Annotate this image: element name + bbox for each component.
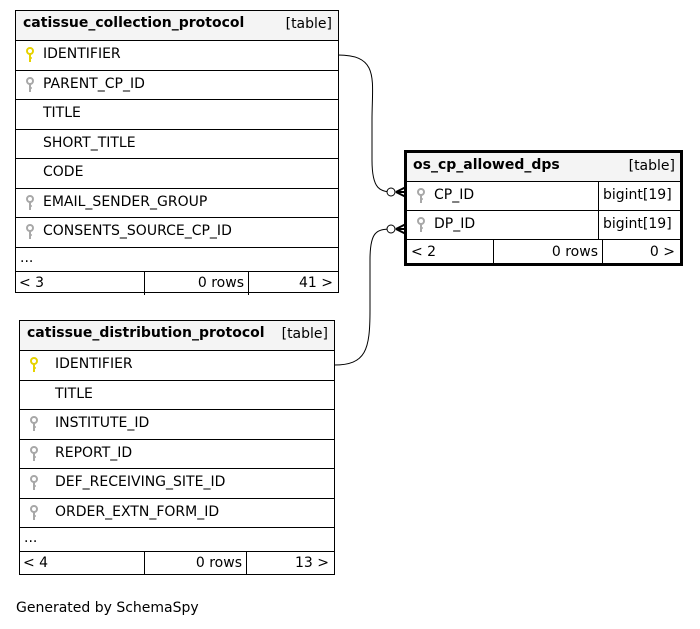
column-name: SHORT_TITLE: [43, 134, 136, 151]
column-name: ORDER_EXTN_FORM_ID: [55, 503, 220, 520]
foreign-key-icon: [26, 76, 34, 97]
column-list: CP_ID bigint[19] DP_ID bigint[19]: [407, 182, 680, 240]
foreign-key-icon: [26, 224, 34, 244]
foreign-key-icon: [30, 504, 38, 525]
table-name: catissue_collection_protocol: [23, 15, 245, 31]
more-columns-indicator: ...: [16, 248, 338, 272]
parents-count[interactable]: < 3: [19, 274, 45, 291]
children-count[interactable]: 13 >: [246, 552, 334, 575]
column-name: REPORT_ID: [55, 444, 133, 461]
row-count: 0 rows: [144, 552, 246, 575]
row-count: 0 rows: [493, 240, 602, 265]
children-count[interactable]: 41 >: [248, 271, 338, 295]
column-row[interactable]: IDENTIFIER: [20, 351, 334, 381]
column-list: IDENTIFIER TITLE INSTITUTE_ID REPORT_ID DEF_…: [20, 351, 334, 528]
table-name: os_cp_allowed_dps: [413, 157, 560, 173]
table-footer: < 2 0 rows 0 >: [407, 240, 680, 265]
fk-line-dp-id: [333, 228, 393, 366]
column-type: bigint[19]: [598, 211, 680, 239]
column-row[interactable]: DEF_RECEIVING_SITE_ID: [20, 469, 334, 499]
column-name: TITLE: [43, 105, 81, 121]
column-row[interactable]: INSTITUTE_ID: [20, 410, 334, 440]
column-row[interactable]: REPORT_ID: [20, 440, 334, 469]
table-name: catissue_distribution_protocol: [27, 325, 265, 341]
column-list: IDENTIFIER PARENT_CP_ID TITLE SHORT_TITLE CO…: [16, 41, 338, 248]
column-type: bigint[19]: [598, 182, 680, 210]
foreign-key-icon: [417, 217, 425, 237]
column-row[interactable]: PARENT_CP_ID: [16, 71, 338, 100]
table-os-cp-allowed-dps[interactable]: os_cp_allowed_dps [table] CP_ID bigint[19…: [404, 150, 683, 266]
column-row[interactable]: SHORT_TITLE: [16, 130, 338, 159]
foreign-key-icon: [30, 416, 38, 436]
table-kind: [table]: [281, 326, 328, 342]
column-name: CP_ID: [434, 187, 475, 203]
table-kind: [table]: [628, 158, 675, 174]
foreign-key-icon: [30, 445, 38, 466]
table-header: os_cp_allowed_dps [table]: [407, 153, 680, 182]
column-name: CODE: [43, 164, 84, 180]
table-catissue-collection-protocol[interactable]: catissue_collection_protocol [table] IDE…: [15, 10, 339, 295]
column-name: CONSENTS_SOURCE_CP_ID: [43, 223, 232, 239]
primary-key-icon: [26, 47, 34, 67]
column-name: EMAIL_SENDER_GROUP: [43, 193, 208, 210]
fk-dp-optional-marker: [386, 224, 396, 234]
foreign-key-icon: [26, 194, 34, 215]
column-name: INSTITUTE_ID: [55, 415, 150, 431]
primary-key-icon: [30, 357, 38, 377]
column-row[interactable]: TITLE: [20, 381, 334, 410]
parents-count[interactable]: < 4: [23, 555, 49, 571]
foreign-key-icon: [417, 188, 425, 208]
column-row[interactable]: EMAIL_SENDER_GROUP: [16, 189, 338, 218]
column-row[interactable]: CODE: [16, 159, 338, 189]
table-header: catissue_distribution_protocol [table]: [20, 321, 334, 351]
generated-by-credit: Generated by SchemaSpy: [16, 600, 199, 616]
column-name: TITLE: [55, 385, 93, 402]
column-row[interactable]: DP_ID bigint[19]: [407, 211, 680, 240]
table-header: catissue_collection_protocol [table]: [16, 11, 338, 41]
column-row[interactable]: ORDER_EXTN_FORM_ID: [20, 499, 334, 528]
more-columns-indicator: ...: [20, 528, 334, 552]
column-name: IDENTIFIER: [43, 46, 121, 62]
column-row[interactable]: CP_ID bigint[19]: [407, 182, 680, 211]
row-count: 0 rows: [144, 271, 248, 295]
foreign-key-icon: [30, 475, 38, 495]
table-footer: < 4 0 rows 13 >: [20, 552, 334, 575]
children-count[interactable]: 0 >: [602, 240, 680, 265]
fk-line-cp-id: [337, 54, 396, 193]
fk-cp-optional-marker: [386, 187, 396, 197]
column-row[interactable]: TITLE: [16, 100, 338, 130]
table-kind: [table]: [285, 16, 332, 32]
column-row[interactable]: CONSENTS_SOURCE_CP_ID: [16, 218, 338, 248]
parents-count[interactable]: < 2: [411, 244, 437, 260]
table-catissue-distribution-protocol[interactable]: catissue_distribution_protocol [table] I…: [19, 320, 335, 575]
column-name: DEF_RECEIVING_SITE_ID: [55, 474, 226, 490]
column-name: IDENTIFIER: [55, 356, 133, 372]
table-footer: < 3 0 rows 41 >: [16, 271, 338, 295]
column-row[interactable]: IDENTIFIER: [16, 41, 338, 71]
column-name: DP_ID: [434, 216, 476, 232]
column-name: PARENT_CP_ID: [43, 75, 145, 92]
